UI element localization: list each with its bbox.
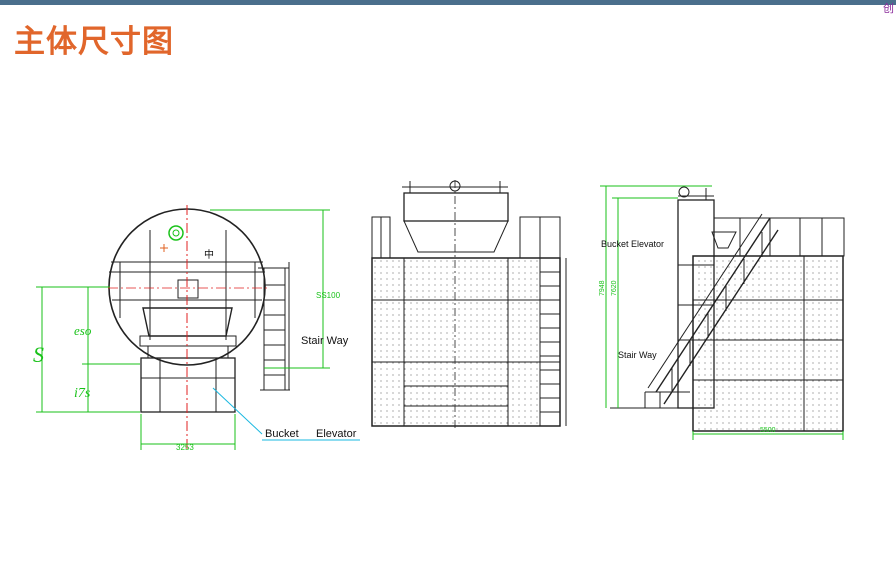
top-hopper: [403, 220, 509, 253]
dim-height: SS100: [316, 291, 341, 300]
dim-width: 3253: [176, 443, 194, 452]
middle-mesh: [373, 259, 539, 425]
side-dimensions: [600, 185, 844, 440]
dim-total: S: [33, 342, 44, 367]
label-stair-way: Stair Way: [301, 335, 349, 347]
center-mark: 中: [204, 248, 214, 261]
side-hoist-wheel: [678, 186, 690, 198]
side-mesh: [693, 256, 843, 431]
label-bucket: Bucket: [265, 428, 299, 440]
label-side-bucket-elevator: Bucket Elevator: [601, 239, 664, 249]
page-title: 主体尺寸图: [14, 24, 174, 60]
label-elevator: Elevator: [316, 428, 357, 440]
dim-upper: eso: [74, 323, 92, 338]
drum-box: [177, 279, 199, 299]
hopper-tray: [147, 345, 229, 359]
front-dimensions: [36, 209, 330, 450]
front-view: [108, 208, 290, 413]
dim-h2: 7620: [611, 280, 618, 296]
mark-cross: [160, 244, 168, 252]
side-main-body: [692, 255, 844, 432]
side-stair-posts: [671, 232, 763, 392]
stair-stringer-lower: [655, 217, 771, 393]
stair-handrail: [647, 213, 763, 389]
dim-h1: 7948: [599, 280, 606, 296]
leader-line: [212, 387, 263, 435]
dim-lower: i7s: [74, 386, 91, 401]
stair-stringer-upper: [663, 229, 779, 405]
ladder-rungs: [540, 271, 560, 413]
corner-mark: 创: [883, 2, 894, 15]
top-accent-bar: [0, 0, 896, 5]
side-view: [610, 186, 845, 432]
hopper-base: [139, 335, 237, 347]
valve-wheel: [168, 225, 184, 241]
label-side-stair-way: Stair Way: [618, 350, 657, 360]
support-frame: [140, 357, 236, 413]
dim-side-width: 5500: [760, 427, 776, 434]
stair-treads: [260, 284, 290, 391]
top-housing: [403, 192, 509, 222]
